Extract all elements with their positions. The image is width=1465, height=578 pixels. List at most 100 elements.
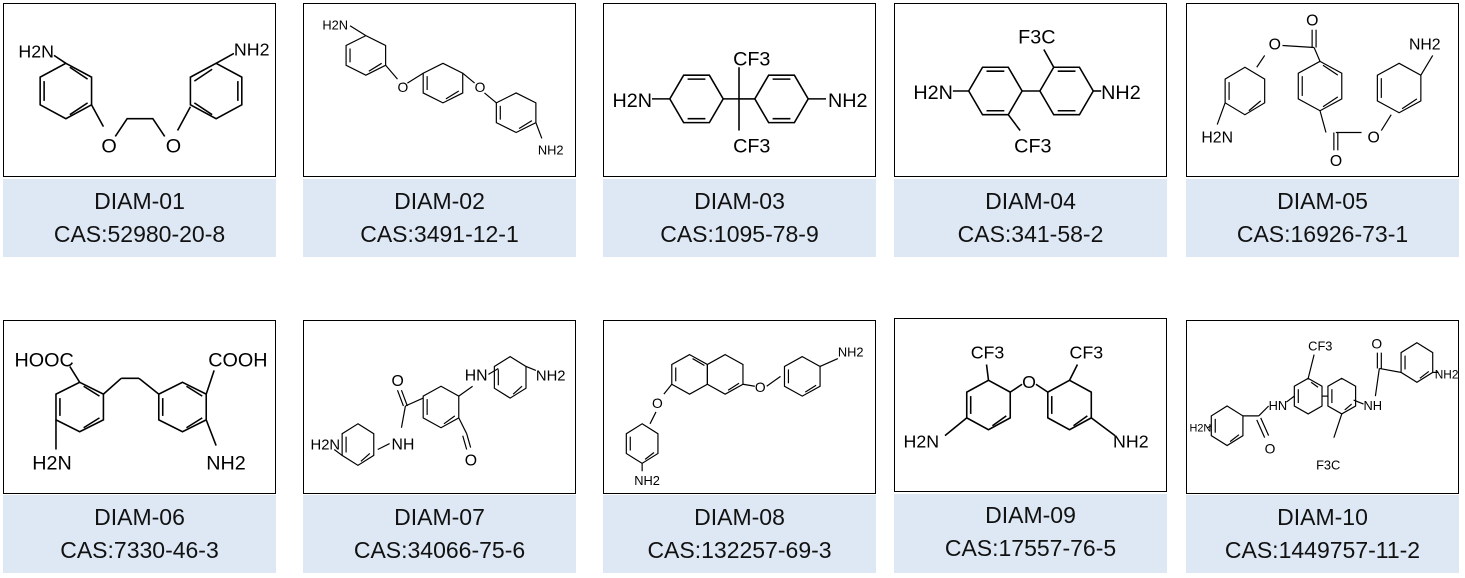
atom-label: NH2 — [828, 90, 868, 112]
atom-label: HN — [1269, 398, 1288, 413]
atom-label: NH2 — [1101, 82, 1141, 104]
benzene-ring — [1224, 66, 1266, 116]
structure-diagram: O NH2 O NH2 — [603, 320, 876, 494]
benzene-ring — [341, 423, 375, 467]
atom-label: CF3 — [971, 343, 1005, 363]
atom-label: COOH — [208, 349, 267, 371]
cas-number: CAS:1449757-11-2 — [1224, 537, 1421, 563]
cas-number: CAS:17557-76-5 — [944, 535, 1117, 561]
benzene-ring — [422, 385, 460, 429]
cas-number: CAS:132257-69-3 — [647, 537, 832, 563]
compound-id: DIAM-01 — [94, 188, 185, 214]
atom-label: NH2 — [1113, 432, 1149, 452]
benzene-ring — [783, 355, 821, 397]
structure-diagram: H2N CF3 CF3 NH2 — [603, 3, 876, 177]
cas-number: CAS:34066-75-6 — [353, 537, 526, 563]
benzene-ring — [1327, 377, 1357, 415]
compound-label: DIAM-02 CAS:3491-12-1 — [303, 179, 576, 257]
compound-card-diam-01: H2N O O NH2 DIAM-01 CAS:52980-20-8 — [3, 3, 276, 257]
compound-label: DIAM-05 CAS:16926-73-1 — [1186, 179, 1459, 257]
structure-diagram: H2N O O NH2 — [303, 3, 576, 177]
atom-label: NH — [392, 437, 415, 454]
atom-label: O — [101, 135, 116, 157]
benzene-ring — [967, 66, 1024, 116]
atom-label: NH2 — [536, 368, 566, 384]
structure-diagram: O HN NH2 NH O H2N — [303, 320, 576, 494]
benzene-ring — [55, 381, 105, 433]
cas-number: CAS:52980-20-8 — [53, 221, 226, 247]
compound-label: DIAM-01 CAS:52980-20-8 — [3, 179, 276, 257]
atom-label: O — [652, 395, 663, 411]
compound-card-diam-09: CF3 CF3 O H2N NH2 DIAM-09 CAS:17557-76-5 — [894, 318, 1167, 573]
compound-id: DIAM-06 — [94, 504, 185, 530]
compound-label: DIAM-07 CAS:34066-75-6 — [303, 495, 576, 573]
benzene-ring — [1293, 377, 1323, 415]
atom-label: O — [166, 135, 181, 157]
atom-label: O — [755, 379, 766, 395]
atom-label: NH2 — [634, 473, 660, 488]
benzene-ring — [1376, 62, 1422, 114]
atom-label: O — [1265, 440, 1276, 456]
structure-diagram: O O H2N O O NH2 — [1186, 3, 1459, 177]
compound-label: DIAM-08 CAS:132257-69-3 — [603, 495, 876, 573]
atom-label: HN — [465, 367, 488, 384]
benzene-ring — [1400, 342, 1434, 383]
benzene-ring — [965, 379, 1012, 431]
benzene-ring — [39, 62, 93, 120]
structure-diagram: CF3 O NH2 NH F3C HN O — [1186, 320, 1459, 494]
atom-label: NH2 — [538, 142, 564, 157]
compound-id: DIAM-05 — [1277, 188, 1368, 214]
compound-id: DIAM-04 — [985, 188, 1076, 214]
atom-label: H2N — [1201, 129, 1233, 146]
compound-label: DIAM-04 CAS:341-58-2 — [894, 179, 1167, 257]
benzene-ring — [422, 62, 464, 104]
compound-label: DIAM-06 CAS:7330-46-3 — [3, 495, 276, 573]
benzene-ring — [189, 62, 243, 120]
atom-label: O — [1306, 13, 1318, 30]
compound-label: DIAM-03 CAS:1095-78-9 — [603, 179, 876, 257]
cas-number: CAS:1095-78-9 — [660, 221, 819, 247]
atom-label: H2N — [1190, 423, 1212, 435]
atom-label: H2N — [913, 82, 953, 104]
compound-card-diam-03: H2N CF3 CF3 NH2 DIAM-03 CAS:1095-78-9 — [603, 3, 876, 257]
atom-label: H2N — [903, 432, 939, 452]
atom-label: NH2 — [1435, 367, 1458, 381]
benzene-ring — [625, 423, 659, 465]
atom-label: CF3 — [1070, 343, 1104, 363]
atom-label: O — [1330, 153, 1342, 170]
atom-label: NH2 — [206, 452, 246, 474]
atom-label: H2N — [311, 438, 341, 454]
atom-label: O — [1371, 336, 1382, 352]
compound-card-diam-08: O NH2 O NH2 DIAM-08 CAS:132257-69-3 — [603, 320, 876, 573]
benzene-ring — [345, 34, 387, 76]
structure-diagram: CF3 CF3 O H2N NH2 — [894, 318, 1167, 492]
compound-id: DIAM-02 — [394, 188, 485, 214]
atom-label: F3C — [1316, 457, 1340, 472]
structure-diagram: H2N O O NH2 — [3, 3, 276, 177]
compound-card-diam-07: O HN NH2 NH O H2N DIAM-07 CAS:34066-75- — [303, 320, 576, 573]
atom-label: CF3 — [1308, 339, 1332, 354]
structure-diagram: HOOC COOH H2N NH2 — [3, 320, 276, 494]
atom-label: CF3 — [733, 48, 770, 70]
compound-card-diam-06: HOOC COOH H2N NH2 DIAM-06 CAS:7330-46-3 — [3, 320, 276, 573]
benzene-ring — [668, 74, 725, 124]
compound-card-diam-05: O O H2N O O NH2 DIAM-05 CAS:16926-73-1 — [1186, 3, 1459, 257]
atom-label: O — [1367, 129, 1379, 146]
compound-id: DIAM-07 — [394, 504, 485, 530]
benzene-ring — [1210, 405, 1244, 447]
benzene-ring — [157, 381, 208, 433]
benzene-ring — [1297, 60, 1343, 112]
atom-label: O — [1022, 372, 1036, 392]
compound-card-diam-02: H2N O O NH2 DIAM-02 CAS:3491-12-1 — [303, 3, 576, 257]
benzene-ring — [495, 92, 537, 134]
naphthalene-ring — [706, 353, 744, 395]
benzene-ring — [493, 355, 527, 399]
compound-label: DIAM-09 CAS:17557-76-5 — [894, 494, 1167, 573]
cas-number: CAS:3491-12-1 — [360, 221, 519, 247]
compound-card-diam-04: F3C H2N CF3 NH2 DIAM-04 CAS:341-58-2 — [894, 3, 1167, 257]
atom-label: HOOC — [14, 349, 73, 371]
cas-number: CAS:7330-46-3 — [60, 537, 219, 563]
atom-label: O — [397, 79, 408, 95]
atom-label: F3C — [1018, 27, 1055, 49]
atom-label: H2N — [32, 452, 72, 474]
